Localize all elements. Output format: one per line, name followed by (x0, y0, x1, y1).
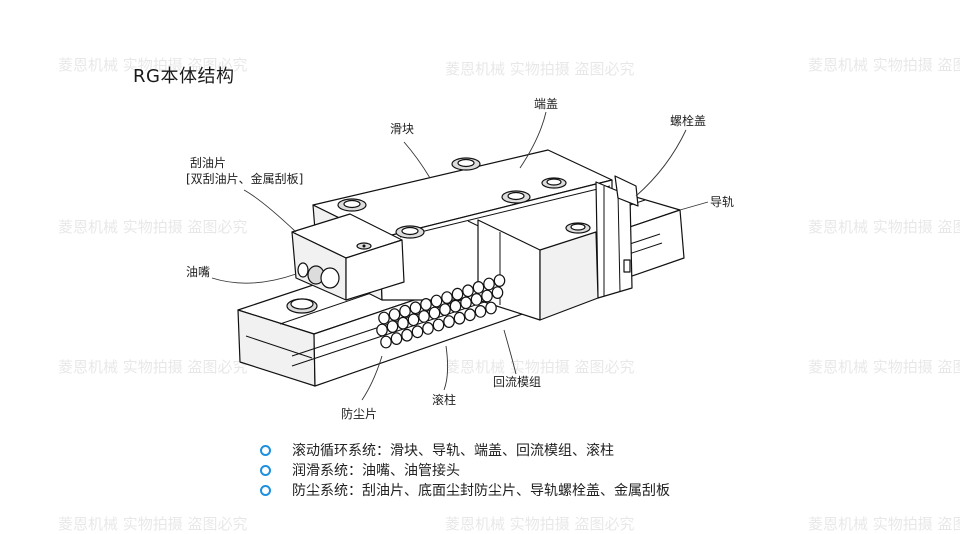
callout-grease-nipple: 油嘴 (186, 265, 211, 279)
callout-roller: 滚柱 (432, 393, 457, 407)
roller (470, 293, 483, 306)
roller (428, 306, 441, 320)
system-legend: 滚动循环系统：滑块、导轨、端盖、回流模组、滚柱 润滑系统：油嘴、油管接头 防尘系… (258, 440, 670, 500)
callout-dust-seal: 防尘片 (341, 407, 378, 421)
watermark: 菱恩机械 实物拍摄 盗图必究 (808, 56, 960, 74)
callout-scraper: 刮油片 (190, 156, 227, 170)
roller (485, 301, 497, 315)
callout-rail: 导轨 (710, 195, 735, 209)
legend-text: 防尘系统：刮油片、底面尘封防尘片、导轨螺栓盖、金属刮板 (292, 483, 670, 499)
roller (380, 335, 392, 349)
roller (388, 308, 401, 322)
roller (430, 294, 443, 308)
legend-text: 滚动循环系统：滑块、导轨、端盖、回流模组、滚柱 (292, 443, 614, 459)
roller (493, 274, 506, 288)
watermark: 菱恩机械 实物拍摄 盗图必究 (808, 218, 960, 236)
roller (474, 305, 487, 318)
roller (422, 322, 434, 335)
legend-item: 润滑系统：油嘴、油管接头 (258, 460, 670, 480)
roller-chain (376, 274, 506, 349)
roller (376, 323, 388, 337)
roller (449, 299, 462, 313)
roller (378, 311, 390, 325)
callout-bolt-cap: 螺栓盖 (670, 114, 707, 128)
watermark: 菱恩机械 实物拍摄 盗图必究 (58, 218, 248, 236)
watermark: 菱恩机械 实物拍摄 盗图必究 (808, 515, 960, 533)
legend-item: 滚动循环系统：滑块、导轨、端盖、回流模组、滚柱 (258, 440, 670, 460)
page-title: RG本体结构 (133, 66, 235, 87)
watermark: 菱恩机械 实物拍摄 盗图必究 (445, 515, 635, 533)
roller (441, 291, 453, 305)
roller (390, 332, 403, 346)
roller (411, 325, 424, 339)
cutaway-section (477, 219, 599, 321)
watermark: 菱恩机械 实物拍摄 盗图必究 (808, 358, 960, 376)
callout-scraper-detail: [双刮油片、金属刮板] (186, 172, 304, 186)
legend-text: 润滑系统：油嘴、油管接头 (292, 463, 460, 479)
bullet-icon (260, 484, 271, 496)
roller (481, 289, 493, 303)
bullet-icon (260, 464, 271, 476)
roller (397, 316, 409, 330)
callout-slider: 滑块 (390, 122, 415, 136)
roller (409, 301, 422, 315)
roller (453, 311, 466, 325)
leader-lines (211, 111, 709, 401)
watermark: 菱恩机械 实物拍摄 盗图必究 (58, 515, 248, 533)
legend-item: 防尘系统：刮油片、底面尘封防尘片、导轨螺栓盖、金属刮板 (258, 480, 670, 500)
watermark: 菱恩机械 实物拍摄 盗图必究 (445, 60, 635, 78)
callout-end-cap: 端盖 (534, 97, 559, 111)
end-cap (595, 175, 639, 299)
watermark: 菱恩机械 实物拍摄 盗图必究 (58, 56, 248, 74)
roller (451, 287, 464, 301)
callout-return-module: 回流模组 (493, 375, 542, 389)
roller (464, 308, 476, 322)
roller (443, 315, 455, 329)
grease-nipple (297, 262, 340, 289)
roller (472, 281, 485, 294)
roller (401, 328, 413, 342)
roller (462, 284, 474, 298)
roller (418, 310, 430, 323)
roller (407, 313, 420, 327)
roller (386, 320, 399, 334)
roller (483, 277, 495, 291)
roller (420, 298, 432, 311)
roller (491, 286, 504, 300)
bullet-icon (260, 444, 271, 456)
watermark: 菱恩机械 实物拍摄 盗图必究 (445, 358, 635, 376)
watermark: 菱恩机械 实物拍摄 盗图必究 (58, 358, 248, 376)
roller (432, 318, 445, 332)
roller (439, 303, 451, 317)
roller (460, 296, 472, 310)
roller (399, 304, 411, 318)
